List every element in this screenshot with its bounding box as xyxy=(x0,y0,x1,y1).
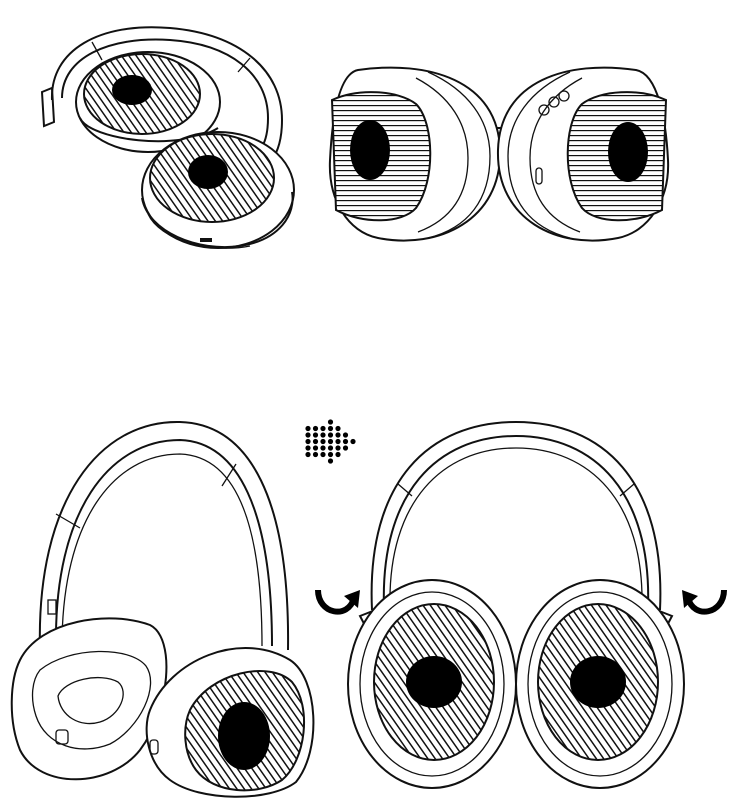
headphones-side-perspective-illustration xyxy=(0,410,320,800)
lower-earcup xyxy=(141,131,295,249)
upper-earcup xyxy=(75,51,221,153)
headband xyxy=(38,420,290,651)
right-earcup-outer xyxy=(145,647,315,798)
dot xyxy=(312,438,319,445)
dot xyxy=(327,458,334,464)
dot xyxy=(342,432,349,438)
dot xyxy=(327,425,334,432)
dot xyxy=(342,438,349,445)
dot xyxy=(312,445,319,451)
dot xyxy=(327,438,334,445)
dot xyxy=(312,425,319,432)
dot xyxy=(320,432,326,438)
dot xyxy=(320,445,326,451)
dot xyxy=(327,451,334,458)
dot xyxy=(305,438,311,445)
headphones-front-view-illustration xyxy=(300,410,733,800)
left-earcup-front xyxy=(347,579,517,789)
dot-matrix-mark-icon xyxy=(304,418,364,468)
right-earcup-rear xyxy=(496,66,670,242)
dot xyxy=(327,445,334,451)
folded-headphones-illustration xyxy=(30,10,300,260)
dot xyxy=(335,445,341,451)
dot xyxy=(335,438,341,445)
left-earcup-rear xyxy=(328,66,502,242)
dot xyxy=(320,438,326,445)
dot xyxy=(305,432,311,438)
dot xyxy=(305,425,311,432)
dot xyxy=(327,419,334,425)
right-earcup-front xyxy=(515,579,685,789)
rotate-right-arrow-icon xyxy=(682,589,727,615)
rotate-left-arrow-icon xyxy=(315,589,360,615)
dot xyxy=(335,451,341,458)
dot xyxy=(312,451,319,458)
dot xyxy=(312,432,319,438)
dot xyxy=(320,451,326,458)
dot xyxy=(335,425,341,432)
dot xyxy=(320,425,326,432)
dot xyxy=(305,445,311,451)
dot xyxy=(342,445,349,451)
earcups-rear-view-illustration xyxy=(318,60,678,250)
dot xyxy=(327,432,334,438)
dot xyxy=(350,438,356,445)
left-earcup-cushion xyxy=(10,617,168,781)
headband xyxy=(370,420,662,611)
dot xyxy=(305,451,311,458)
dot xyxy=(335,432,341,438)
